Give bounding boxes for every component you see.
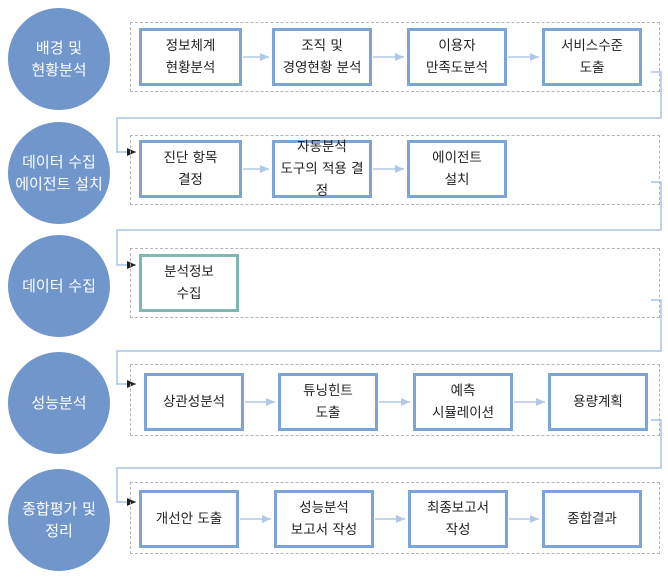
phase-circle-data-collection: 데이터 수집 (8, 235, 110, 337)
step-simulation: 예측 시뮬레이션 (413, 373, 513, 431)
phase-lane-data-collection (130, 248, 660, 318)
phase-lane-background-analysis (130, 22, 660, 92)
step-collect-analysis-info: 분석정보 수집 (139, 254, 239, 312)
phase-circle-background-analysis: 배경 및 현황분석 (8, 8, 110, 110)
step-final-report: 최종보고서 작성 (408, 490, 508, 548)
phase-lane-performance-analysis (130, 364, 660, 436)
phase-circle-performance-analysis: 성능분석 (8, 352, 110, 454)
step-organization-analysis: 조직 및 경영현황 분석 (272, 28, 372, 86)
step-tuning-hint: 튜닝힌트 도출 (278, 373, 378, 431)
phase-circle-agent-install: 데이터 수집 에이전트 설치 (8, 122, 110, 224)
step-satisfaction-analysis: 이용자 만족도분석 (407, 28, 507, 86)
step-performance-report: 성능분석 보고서 작성 (274, 490, 374, 548)
step-overall-result: 종합결과 (542, 490, 642, 548)
step-tool-selection: 자동분석 도구의 적용 결정 (272, 139, 372, 199)
step-service-level: 서비스수준 도출 (542, 28, 642, 86)
step-correlation-analysis: 상관성분석 (144, 373, 244, 431)
phase-lane-agent-install (130, 135, 660, 205)
step-diagnosis-items: 진단 항목 결정 (139, 140, 242, 198)
phase-circle-final-evaluation: 종합평가 및 정리 (8, 469, 110, 571)
step-improvement-plan: 개선안 도출 (139, 490, 239, 548)
step-agent-install: 에이전트 설치 (407, 140, 507, 198)
step-info-system-analysis: 정보체계 현황분석 (139, 28, 242, 86)
step-capacity-planning: 용량계획 (548, 373, 648, 431)
phase-lane-final-evaluation (130, 482, 660, 554)
